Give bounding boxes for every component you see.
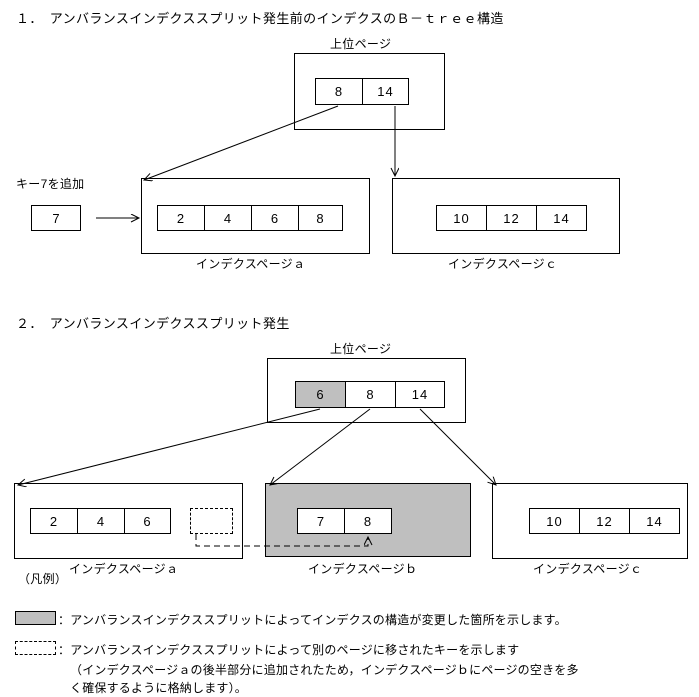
section2-page-b-keys: 7 8 (297, 508, 392, 534)
key-cell: 6 (124, 508, 171, 534)
section2-page-a-empty-slot (190, 508, 233, 534)
key-cell: 8 (315, 78, 362, 105)
key-cell: 8 (345, 381, 395, 408)
legend-gray-swatch (15, 611, 56, 625)
section2-title: ２． アンバランスインデクススプリット発生 (16, 316, 290, 331)
section2-upper-page-label: 上位ページ (330, 342, 392, 356)
legend-dashed-text-line3: く確保するように格納します）。 (70, 681, 248, 695)
key-cell: 14 (395, 381, 445, 408)
section1-page-c-caption: インデクスページｃ (448, 257, 558, 271)
key-cell: 6 (251, 205, 298, 231)
key-cell: 2 (30, 508, 77, 534)
section1-page-c-keys: 10 12 14 (436, 205, 587, 231)
section1-add-key-box: 7 (31, 205, 81, 231)
section2-page-c-caption: インデクスページｃ (533, 562, 643, 576)
key-cell: 12 (486, 205, 536, 231)
key-cell: 14 (629, 508, 680, 534)
legend-dashed-text-line2: （インデクスページａの後半部分に追加されたため，インデクスページｂにページの空き… (70, 663, 579, 677)
section2-upper-page-keys: 6 8 14 (295, 381, 445, 408)
legend-dashed-swatch (15, 641, 56, 655)
section1-add-key-label: キー7を追加 (16, 177, 85, 191)
key-cell: 14 (536, 205, 587, 231)
key-cell-modified: 6 (295, 381, 345, 408)
section2-page-a-keys: 2 4 6 (30, 508, 171, 534)
legend-dashed-text-line1: ：アンバランスインデクススプリットによって別のページに移されたキーを示します (58, 643, 520, 657)
key-cell: 8 (298, 205, 343, 231)
key-cell: 7 (297, 508, 344, 534)
key-cell: 10 (529, 508, 579, 534)
key-cell: 4 (204, 205, 251, 231)
section2-page-a-caption: インデクスページａ (69, 562, 179, 576)
section2-page-c-keys: 10 12 14 (529, 508, 680, 534)
section1-upper-page-label: 上位ページ (330, 37, 392, 51)
key-cell: 8 (344, 508, 392, 534)
section2-page-b-caption: インデクスページｂ (308, 562, 418, 576)
legend-title: （凡例） (18, 572, 68, 586)
key-cell: 14 (362, 78, 409, 105)
key-cell: 10 (436, 205, 486, 231)
section1-title: １． アンバランスインデクススプリット発生前のインデクスのＢ－ｔｒｅｅ構造 (16, 11, 504, 26)
key-cell: 12 (579, 508, 629, 534)
key-cell: 4 (77, 508, 124, 534)
section1-page-a-caption: インデクスページａ (196, 257, 306, 271)
section1-page-a-keys: 2 4 6 8 (157, 205, 343, 231)
key-cell: 2 (157, 205, 204, 231)
section1-upper-page-keys: 8 14 (315, 78, 409, 105)
legend-gray-text: ：アンバランスインデクススプリットによってインデクスの構造が変更した箇所を示しま… (58, 613, 567, 627)
